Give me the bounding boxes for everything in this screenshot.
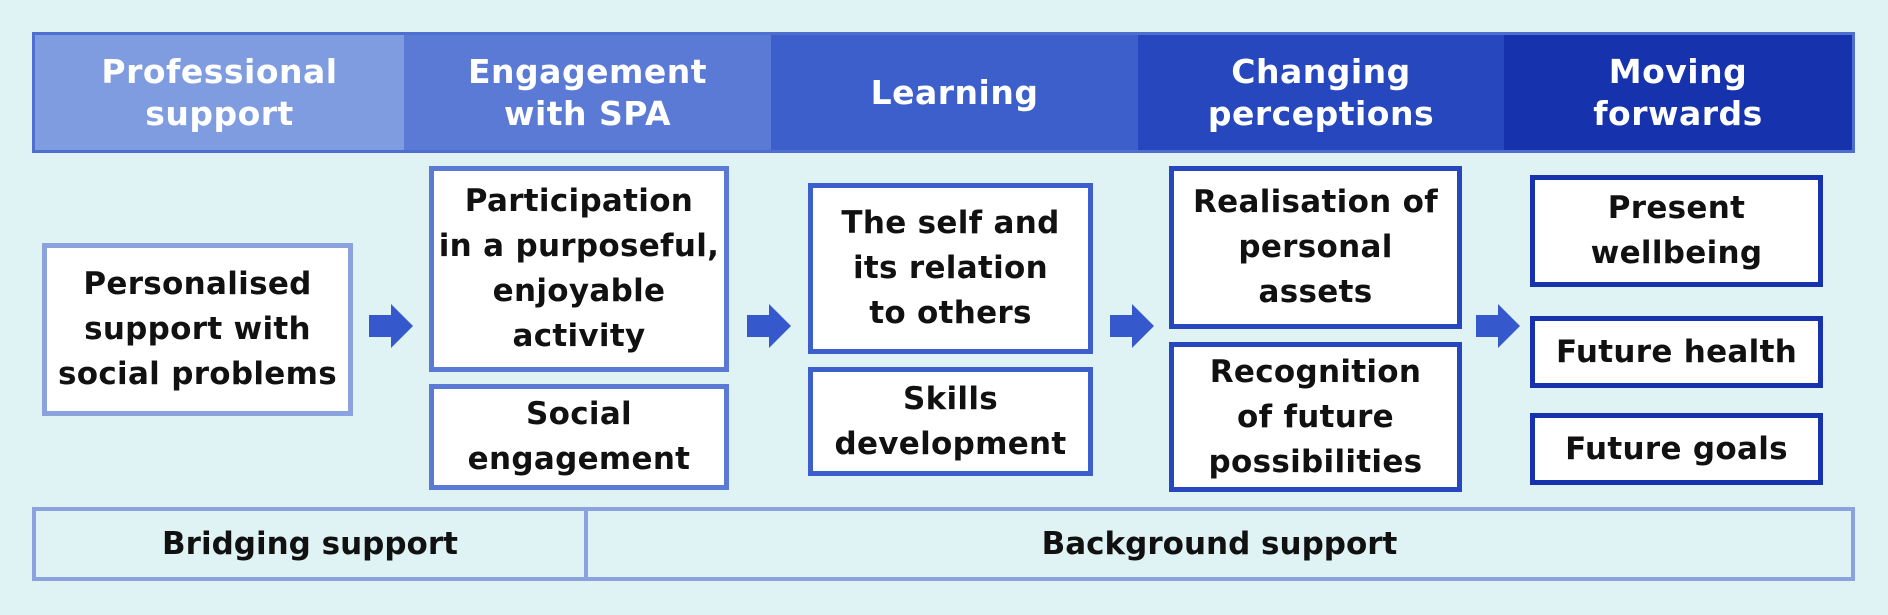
- box-future-health: Future health: [1530, 316, 1823, 388]
- header-moving-forwards: Moving forwards: [1504, 35, 1852, 150]
- header-engagement-with-spa: Engagement with SPA: [404, 35, 771, 150]
- box-self-relation: The self and its relation to others: [808, 183, 1093, 354]
- box-social-engagement: Social engagement: [429, 384, 729, 490]
- box-personal-assets: Realisation of personal assets: [1169, 166, 1462, 329]
- arrow-right-icon: [1476, 304, 1520, 348]
- header-learning: Learning: [771, 35, 1138, 150]
- header-professional-support: Professional support: [35, 35, 404, 150]
- header-changing-perceptions: Changing perceptions: [1138, 35, 1504, 150]
- box-personalised-support: Personalised support with social problem…: [42, 243, 353, 416]
- arrow-right-icon: [747, 304, 791, 348]
- arrow-right-icon: [369, 304, 413, 348]
- arrow-right-icon: [1110, 304, 1154, 348]
- footer-background-support: Background support: [1041, 526, 1398, 562]
- box-skills-development: Skills development: [808, 367, 1093, 476]
- footer-bridging-support: Bridging support: [36, 511, 588, 577]
- box-future-possibilities: Recognition of future possibilities: [1169, 342, 1462, 492]
- box-future-goals: Future goals: [1530, 413, 1823, 485]
- box-present-wellbeing: Present wellbeing: [1530, 175, 1823, 287]
- box-participation: Participation in a purposeful, enjoyable…: [429, 166, 729, 372]
- support-footer-band: Bridging support Background support: [32, 507, 1855, 581]
- stage-header-band: Professional support Engagement with SPA…: [32, 32, 1855, 153]
